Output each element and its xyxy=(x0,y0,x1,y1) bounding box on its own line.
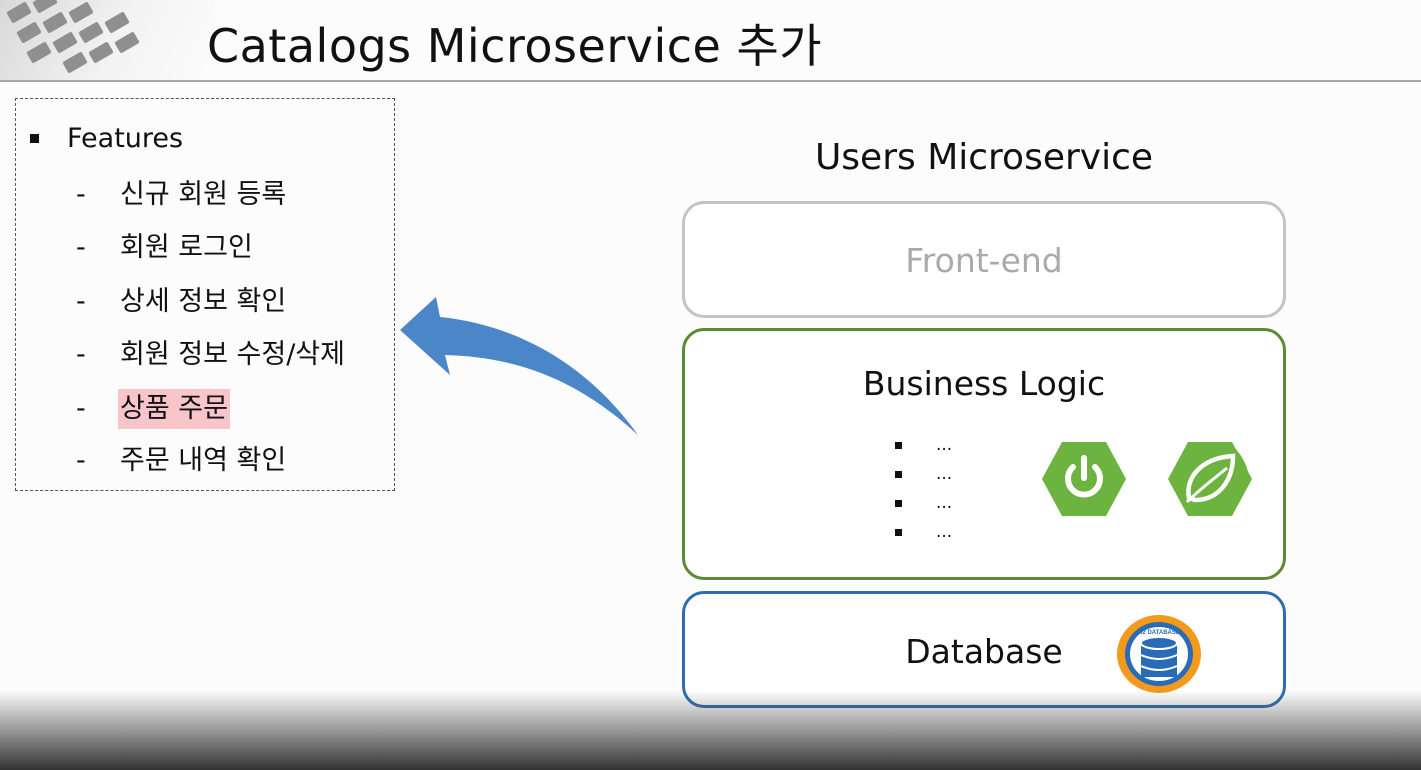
feature-item: - 상세 정보 확인 xyxy=(76,282,288,322)
business-logic-item: ... xyxy=(895,460,952,489)
features-heading-label: Features xyxy=(67,123,184,154)
business-logic-item-text: ... xyxy=(936,464,953,484)
title-divider xyxy=(0,80,1421,82)
bottom-shadow xyxy=(0,690,1421,770)
business-logic-item-text: ... xyxy=(936,435,953,455)
title-corner-decoration xyxy=(0,0,215,80)
business-logic-item-text: ... xyxy=(936,522,953,542)
business-logic-label: Business Logic xyxy=(862,364,1106,403)
bullet-square-icon xyxy=(895,500,902,507)
business-logic-item: ... xyxy=(895,489,952,518)
feature-text: 상품 주문 xyxy=(118,389,230,429)
feature-dash: - xyxy=(76,286,86,317)
bullet-square-icon xyxy=(895,529,902,536)
feature-item: - 주문 내역 확인 xyxy=(76,441,288,481)
feature-item: - 회원 로그인 xyxy=(76,228,255,268)
feature-text: 신규 회원 등록 xyxy=(120,179,287,210)
slide-title: Catalogs Microservice 추가 xyxy=(207,19,823,73)
frontend-label: Front-end xyxy=(905,241,1063,280)
business-logic-tier: Business Logic ............ xyxy=(682,328,1286,580)
features-heading: Features xyxy=(28,123,183,154)
h2-logo-text: H2 DATABASE xyxy=(1138,630,1180,636)
frontend-tier: Front-end xyxy=(682,201,1286,318)
spring-leaf-icon xyxy=(1168,442,1252,516)
feature-text: 회원 정보 수정/삭제 xyxy=(120,339,345,370)
bullet-square-icon xyxy=(30,134,39,143)
feature-dash: - xyxy=(76,232,86,263)
spring-boot-icon xyxy=(1042,442,1126,516)
feature-text: 주문 내역 확인 xyxy=(120,445,287,476)
bullet-square-icon xyxy=(895,471,902,478)
business-logic-list: ............ xyxy=(895,431,952,547)
database-label: Database xyxy=(905,632,1063,671)
bullet-square-icon xyxy=(895,442,902,449)
feature-text: 회원 로그인 xyxy=(120,232,253,263)
feature-dash: - xyxy=(76,339,86,370)
business-logic-item: ... xyxy=(895,431,952,460)
h2-database-icon: H2 DATABASE xyxy=(1117,615,1201,693)
business-logic-item-text: ... xyxy=(936,493,953,513)
feature-item: - 신규 회원 등록 xyxy=(76,175,288,215)
microservice-title: Users Microservice xyxy=(814,137,1154,178)
curved-arrow-icon xyxy=(400,297,638,435)
business-logic-item: ... xyxy=(895,518,952,547)
feature-text: 상세 정보 확인 xyxy=(120,286,287,317)
features-box: Features - 신규 회원 등록 - 회원 로그인 - 상세 정보 확인 - 회원 정보… xyxy=(15,98,395,491)
feature-dash: - xyxy=(76,393,86,424)
feature-dash: - xyxy=(76,179,86,210)
feature-item: - 상품 주문 xyxy=(76,389,230,429)
database-tier: Database H2 DATABASE xyxy=(682,591,1286,708)
feature-dash: - xyxy=(76,445,86,476)
feature-item: - 회원 정보 수정/삭제 xyxy=(76,335,347,375)
